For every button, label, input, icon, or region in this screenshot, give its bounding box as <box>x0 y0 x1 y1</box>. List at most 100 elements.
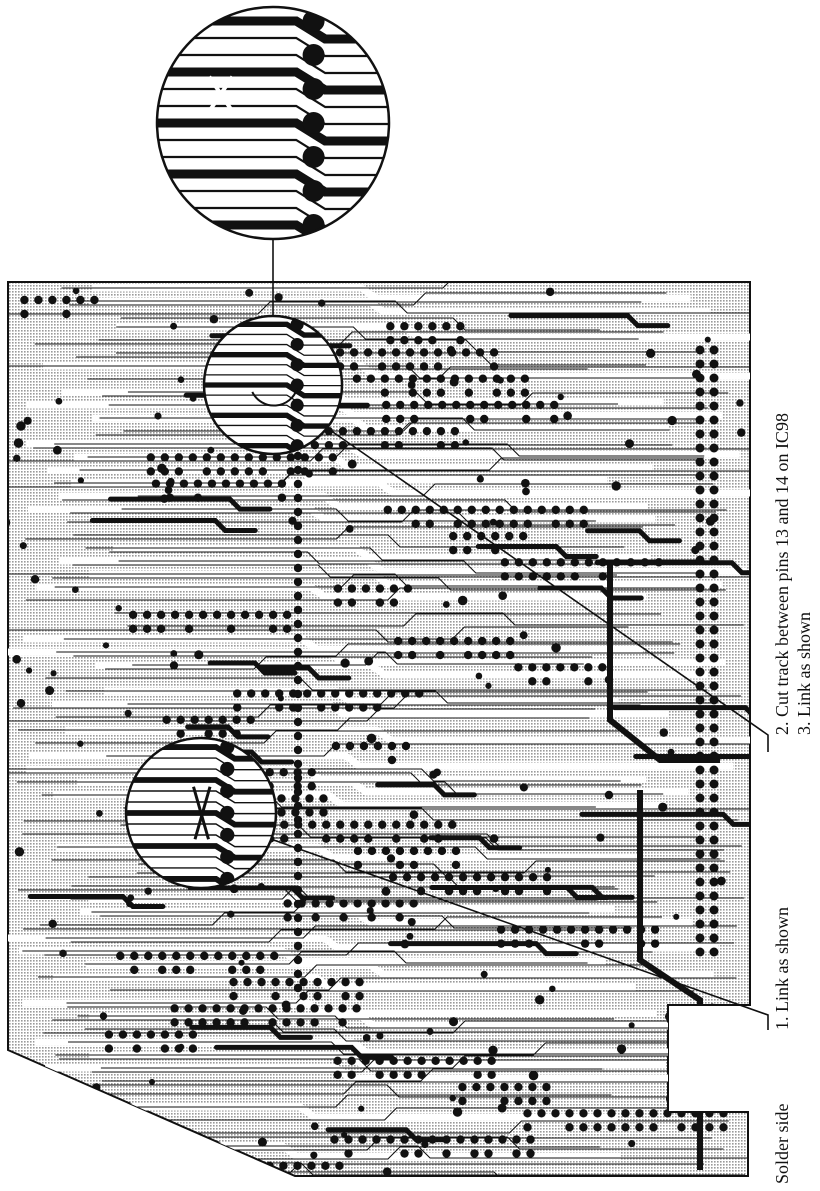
via <box>25 667 33 674</box>
ic-pin-pad <box>128 624 138 634</box>
via <box>476 475 484 483</box>
ic-pin-pad <box>313 991 322 1001</box>
ic-pin-pad <box>538 925 548 934</box>
ic-pin-pad <box>495 505 504 515</box>
ic-pin-pad <box>621 1123 630 1132</box>
ic-pin-pad <box>402 872 412 882</box>
ic-pin-pad <box>411 505 420 515</box>
ic-pin-pad <box>216 453 226 462</box>
via <box>345 525 354 533</box>
detail-circle-outline <box>124 736 278 890</box>
ic-pin-pad <box>158 951 167 961</box>
signal-track <box>67 1006 615 1020</box>
ic-pin-pad <box>528 677 537 686</box>
ic-pin-pad <box>62 295 71 305</box>
ic-pin-pad <box>435 636 445 646</box>
ic-pin-pad <box>20 309 29 319</box>
via <box>667 748 675 756</box>
via <box>673 913 680 920</box>
ic-pin-pad <box>313 977 322 987</box>
signal-track <box>54 574 617 588</box>
via <box>102 642 110 649</box>
ic-pin-pad <box>400 1135 409 1144</box>
ic-pin-pad <box>324 440 334 450</box>
ic-pin-pad <box>505 650 515 660</box>
via <box>519 631 528 640</box>
magnified-pad <box>290 398 304 412</box>
connector-pad <box>709 695 719 705</box>
ic-pin-pad <box>170 610 180 620</box>
connector-pad <box>709 709 719 719</box>
via <box>549 985 556 993</box>
signal-track <box>103 1094 612 1108</box>
ic-pin-pad <box>594 939 604 948</box>
signal-track <box>44 942 735 956</box>
signal-track <box>100 1055 726 1069</box>
ground-column-pad <box>293 815 303 825</box>
magnified-pad <box>302 180 325 202</box>
ic-pin-pad <box>584 558 594 567</box>
ic-pin-pad <box>275 703 284 712</box>
via <box>446 346 456 355</box>
ic-pin-pad <box>421 636 431 646</box>
ic-pin-pad <box>330 1135 339 1144</box>
connector-pad <box>709 401 719 411</box>
ic-pin-pad <box>480 400 489 410</box>
ground-column-pad <box>293 829 303 839</box>
connector-pad <box>709 849 719 859</box>
ic-pin-pad <box>523 505 532 515</box>
ic-pin-pad <box>338 1018 347 1027</box>
ic-pin-pad <box>453 519 462 529</box>
ic-pin-pad <box>467 519 476 529</box>
ic-pin-pad <box>280 820 289 829</box>
ic-pin-pad <box>403 1056 412 1066</box>
via <box>409 810 419 819</box>
ic-pin-pad <box>381 899 390 908</box>
ic-pin-pad <box>417 1070 426 1080</box>
ground-column-pad <box>293 913 303 923</box>
ic-pin-pad <box>317 689 326 698</box>
via <box>553 1177 559 1183</box>
ic-pin-pad <box>209 1161 218 1170</box>
ic-pin-pad <box>650 925 660 934</box>
ic-pin-pad <box>355 977 364 987</box>
ic-pin-pad <box>526 1149 535 1158</box>
signal-track <box>92 1084 713 1098</box>
ic-pin-pad <box>512 1149 521 1158</box>
connector-pad <box>695 891 705 901</box>
ic-pin-pad <box>202 467 212 476</box>
via <box>462 439 470 446</box>
ground-column-pad <box>293 703 303 713</box>
ground-column-pad <box>293 717 303 727</box>
via <box>645 348 656 359</box>
ic-pin-pad <box>470 1135 479 1144</box>
via <box>169 661 179 670</box>
ic-pin-pad <box>271 991 280 1001</box>
via <box>449 377 459 387</box>
via <box>59 949 67 958</box>
signal-track <box>52 1019 734 1033</box>
via <box>386 854 396 863</box>
ic-pin-pad <box>542 663 551 672</box>
ic-pin-pad <box>307 782 316 791</box>
ic-pin-pad <box>324 1004 333 1013</box>
ic-pin-pad <box>477 650 487 660</box>
ic-pin-pad <box>230 453 240 462</box>
connector-pad <box>695 667 705 677</box>
ic-pin-pad <box>407 636 417 646</box>
via <box>381 887 391 896</box>
detail-circle-outline <box>155 5 391 241</box>
ic-pin-pad <box>156 624 166 634</box>
power-track <box>508 313 671 329</box>
ic-pin-pad <box>130 951 139 961</box>
ic-pin-pad <box>218 729 227 738</box>
via <box>55 397 63 405</box>
ic-pin-pad <box>397 505 406 515</box>
connector-pad <box>695 625 705 635</box>
ic-pin-pad <box>268 624 278 634</box>
ic-pin-pad <box>282 624 292 634</box>
ic-pin-pad <box>314 453 324 462</box>
signal-track <box>45 677 708 691</box>
ic-pin-pad <box>142 610 152 620</box>
ic-pin-pad <box>226 1018 235 1027</box>
